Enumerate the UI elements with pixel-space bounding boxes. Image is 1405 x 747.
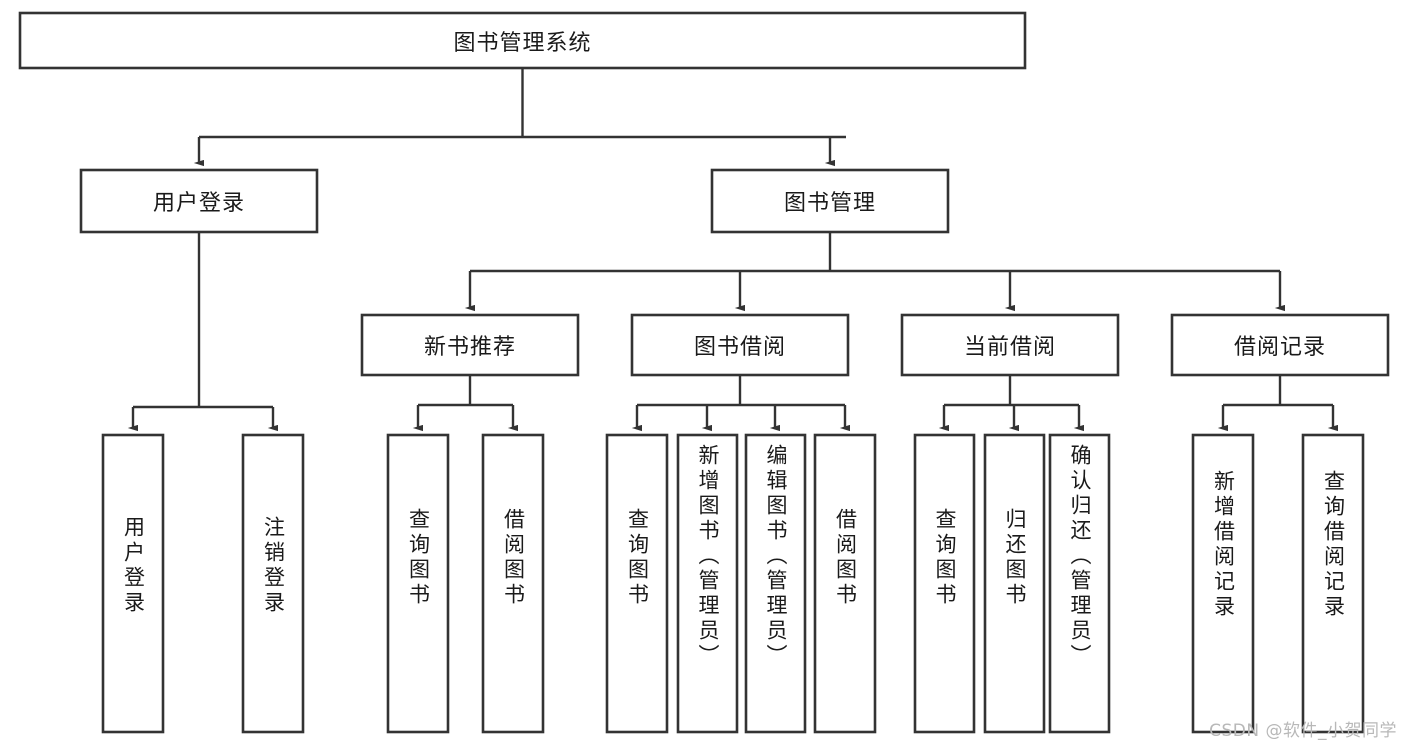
node-leaf-add-book[interactable] <box>676 433 739 734</box>
node-leaf-query-book-1[interactable] <box>386 433 450 734</box>
node-current-borrow[interactable] <box>900 313 1120 377</box>
node-leaf-borrow-book-2[interactable] <box>813 433 877 734</box>
node-book-manage[interactable] <box>710 168 950 234</box>
node-leaf-edit-book[interactable] <box>744 433 807 734</box>
watermark: CSDN @软件_小贺同学 <box>1209 721 1397 741</box>
node-leaf-query-record[interactable] <box>1301 433 1365 734</box>
node-user-login[interactable] <box>79 168 319 234</box>
node-borrow-record[interactable] <box>1170 313 1390 377</box>
node-root[interactable] <box>18 11 1027 70</box>
node-leaf-add-record[interactable] <box>1191 433 1255 734</box>
node-book-borrow[interactable] <box>630 313 850 377</box>
node-leaf-confirm-return[interactable] <box>1048 433 1111 734</box>
node-leaf-query-book-2[interactable] <box>605 433 669 734</box>
node-leaf-logout[interactable] <box>241 433 305 734</box>
node-new-book-rec[interactable] <box>360 313 580 377</box>
node-leaf-query-book-3[interactable] <box>913 433 976 734</box>
node-leaf-user-login[interactable] <box>101 433 165 734</box>
node-leaf-borrow-book-1[interactable] <box>481 433 545 734</box>
node-leaf-return-book[interactable] <box>983 433 1046 734</box>
